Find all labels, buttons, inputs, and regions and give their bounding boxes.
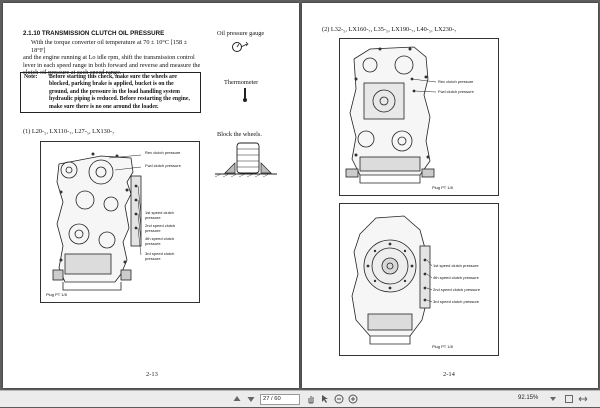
plug-label-bottom: Plug PT 1/8 [432,344,453,349]
callout-fwd-clutch: Fwd clutch pressure [438,89,474,94]
callout-4th-speed: 4th speed clutch pressure [145,236,175,246]
page-number: 2-13 [146,371,158,378]
note-line: make sure there is no one around the loa… [49,103,159,110]
callout-1st-speed: 1st speed clutch pressure [145,210,174,220]
callout-3rd-speed: 3rd speed clutch pressure [145,251,175,261]
note-label: Note: [24,74,38,80]
select-tool-icon[interactable] [320,394,330,404]
section-title: 2.1.10 TRANSMISSION CLUTCH OIL PRESSURE [23,30,165,37]
callout-2nd-speed: 2nd speed clutch pressure [433,287,480,292]
callout-rev-clutch: Rev clutch pressure [145,150,181,155]
fit-width-icon[interactable] [578,394,588,404]
zoom-level[interactable]: 92.15% [518,395,539,401]
transmission-figure-2-rear: Rev clutch pressure Fwd clutch pressure … [339,38,499,196]
callout-2nd-speed: 2nd speed clutch pressure [145,223,176,233]
callout-fwd-clutch: Fwd clutch pressure [145,163,181,168]
transmission-figure-1: Rev clutch pressure Fwd clutch pressure … [40,141,200,303]
note-body: Before starting this check, make sure th… [49,74,198,111]
hand-tool-icon[interactable] [306,394,316,404]
plug-label-top: Plug PT 1/8 [432,185,453,190]
zoom-out-icon[interactable] [334,394,344,404]
thermometer-label: Thermometer [224,79,259,86]
page-2-14: (2) L32-₅, LX160-₇, L35-₅, LX190-₇, L40-… [302,3,598,388]
note-line: Before starting this check, make sure th… [49,74,177,80]
page-number-input[interactable]: 27 / 60 [260,394,300,405]
page-2-13: 2.1.10 TRANSMISSION CLUTCH OIL PRESSURE … [3,3,299,388]
page-number: 2-14 [443,371,455,378]
note-line: ground, and the pressure in the load han… [49,88,180,95]
block-wheels-label: Block the wheels. [217,131,262,138]
wheel-block-illustration [215,142,277,178]
thermometer-illustration [243,88,247,102]
transmission-drawing [52,152,142,291]
callout-rev-clutch: Rev clutch pressure [438,79,474,84]
gauge-label: Oil pressure gauge [217,30,265,37]
safety-note: Note: Before starting this check, make s… [20,72,201,113]
arrow-up-icon[interactable] [232,394,242,404]
model-line: (2) L32-₅, LX160-₇, L35-₅, LX190-₇, L40-… [322,26,457,33]
model-line: (1) L20-₅, LX110-₇, L27-₅, LX130-₇ [23,128,115,135]
transmission-rear-drawing [345,46,437,184]
paragraph-line: With the torque converter oil temperatur… [31,39,188,54]
note-line: blocked, parking brake is applied, bucke… [49,81,174,88]
zoom-dropdown-icon[interactable] [548,394,558,404]
paragraph-line: and the engine running at Lo idle rpm, s… [23,54,195,62]
zoom-in-icon[interactable] [348,394,358,404]
pressure-gauge-illustration [232,41,249,52]
plug-label: Plug PT 1/8 [46,292,67,297]
note-line: hydraulic piping is reduced. Before rest… [49,96,190,103]
arrow-down-icon[interactable] [246,394,256,404]
transmission-front-drawing [351,215,433,345]
callout-3rd-speed: 3rd speed clutch pressure [433,299,480,304]
callout-4th-speed: 4th speed clutch pressure [433,275,479,280]
callout-1st-speed: 1st speed clutch pressure [433,263,479,268]
viewer-toolbar: 27 / 60 92.15% [0,390,600,407]
fit-page-icon[interactable] [564,394,574,404]
transmission-figure-2-front: 1st speed clutch pressure 4th speed clut… [339,203,499,356]
paragraph-line: lever in each speed range in both forwar… [23,61,201,69]
